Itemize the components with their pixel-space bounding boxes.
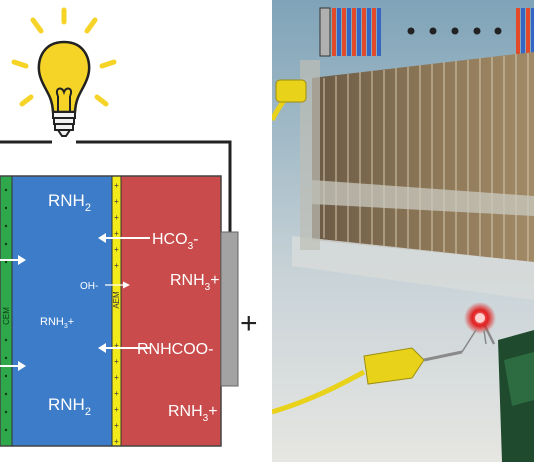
cem-dots [4, 188, 8, 432]
cem-membrane [0, 176, 12, 446]
svg-text:+: + [114, 437, 119, 446]
positive-terminal-sign: + [240, 307, 258, 340]
aem-plus-marks: + + + + + + + + + + + + + [114, 181, 119, 446]
light-bulb-icon [11, 7, 117, 137]
alligator-clip-left [272, 347, 463, 415]
hco3-label: HCO3- [152, 231, 198, 252]
svg-text:+: + [114, 341, 119, 350]
top-clip-wire [272, 79, 307, 122]
rnh3-left-label: RNH3+ [40, 316, 74, 330]
svg-text:+: + [114, 229, 119, 238]
rnh2-top-label: RNH2 [48, 191, 91, 214]
svg-text:+: + [114, 405, 119, 414]
cem-label: CEM [2, 307, 11, 325]
schematic-diagram: + + + + + + + + + + + + + CEM AEM RNH2 OH- RNH3+… [0, 7, 258, 447]
aem-label: AEM [112, 291, 121, 309]
arrows [0, 233, 150, 371]
stack-photo [272, 0, 534, 462]
stack-unit-icon [319, 7, 381, 57]
blue-compartment [12, 176, 112, 446]
membrane-stack [292, 52, 534, 300]
svg-text:+: + [114, 213, 119, 222]
rnhcoo-label: RNHCOO- [137, 341, 213, 358]
rnh3-right-bottom-label: RNH3+ [168, 403, 218, 424]
svg-text:+: + [114, 357, 119, 366]
electrode-plate [220, 231, 239, 387]
svg-text:+: + [114, 245, 119, 254]
rnh3-right-top-label: RNH3+ [170, 272, 220, 293]
svg-text:+: + [114, 181, 119, 190]
alligator-clip-right [480, 319, 534, 462]
svg-text:+: + [114, 389, 119, 398]
svg-text:+: + [114, 261, 119, 270]
aem-membrane [112, 176, 121, 446]
stack-unit-icon [516, 8, 534, 56]
red-led [461, 302, 496, 353]
svg-text:+: + [114, 421, 119, 430]
circuit-wire [0, 140, 232, 232]
rnh2-bottom-label: RNH2 [48, 395, 91, 418]
schematic-svg: + + + + + + + + + + + + + CEM AEM RNH2 OH- RNH3+… [0, 7, 258, 447]
ellipsis-dots [407, 27, 502, 35]
red-compartment [121, 176, 221, 446]
photo-svg [272, 0, 534, 462]
svg-text:+: + [114, 197, 119, 206]
svg-text:+: + [114, 373, 119, 382]
oh-label: OH- [80, 281, 98, 292]
